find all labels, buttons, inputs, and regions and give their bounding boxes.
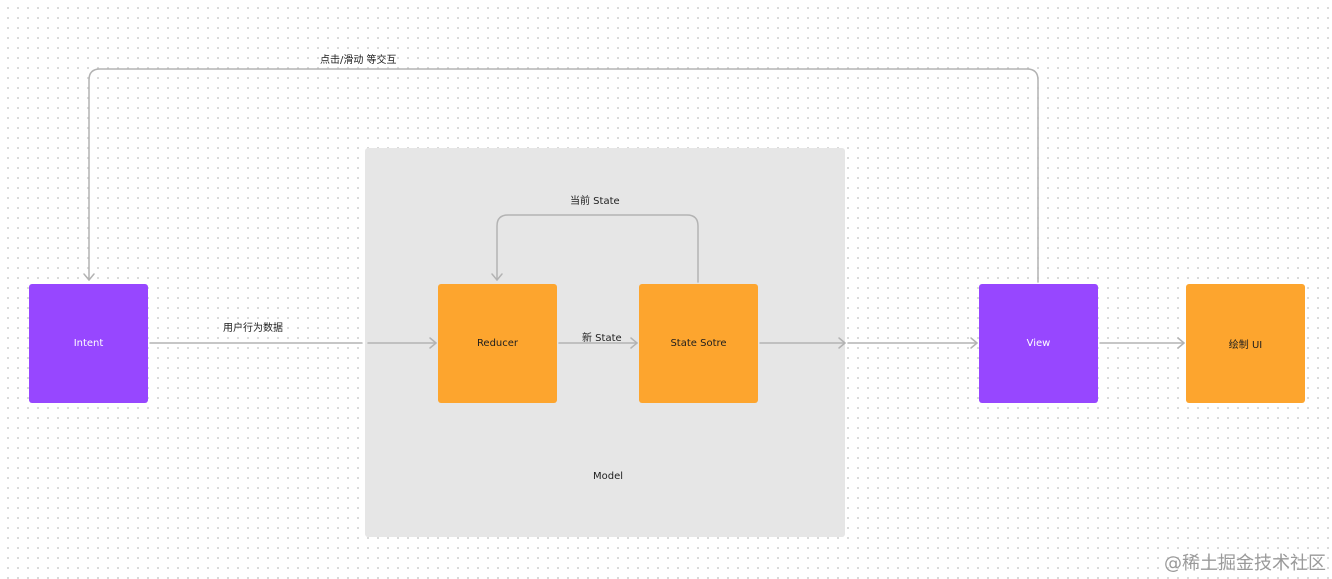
state-store-label: State Sotre: [670, 338, 727, 349]
arrowhead-reducer: [429, 337, 437, 349]
arrowhead-store: [630, 337, 638, 349]
view-node: View: [979, 284, 1098, 403]
draw-ui-label: 绘制 UI: [1228, 340, 1263, 351]
intent-node: Intent: [29, 284, 148, 403]
arrow-store-to-reducer: [496, 214, 699, 283]
draw-ui-node: 绘制 UI: [1186, 284, 1305, 403]
reducer-label: Reducer: [476, 338, 519, 349]
arrowhead-model-edge: [838, 337, 846, 349]
user-behavior-label: 用户行为数据: [223, 323, 283, 334]
arrowhead-reducer-top: [491, 273, 503, 281]
arrow-view-to-intent: [88, 68, 1039, 283]
arrowhead-intent: [83, 273, 95, 281]
arrowhead-draw: [1177, 337, 1185, 349]
state-store-node: State Sotre: [639, 284, 758, 403]
intent-label: Intent: [73, 338, 104, 349]
model-label: Model: [593, 471, 624, 482]
view-label: View: [1026, 338, 1051, 349]
reducer-node: Reducer: [438, 284, 557, 403]
new-state-label: 新 State: [582, 333, 622, 344]
current-state-label: 当前 State: [570, 196, 620, 207]
watermark: @稀土掘金技术社区: [1164, 553, 1326, 574]
arrowhead-view: [970, 337, 978, 349]
click-swipe-label: 点击/滑动 等交互: [320, 55, 397, 66]
